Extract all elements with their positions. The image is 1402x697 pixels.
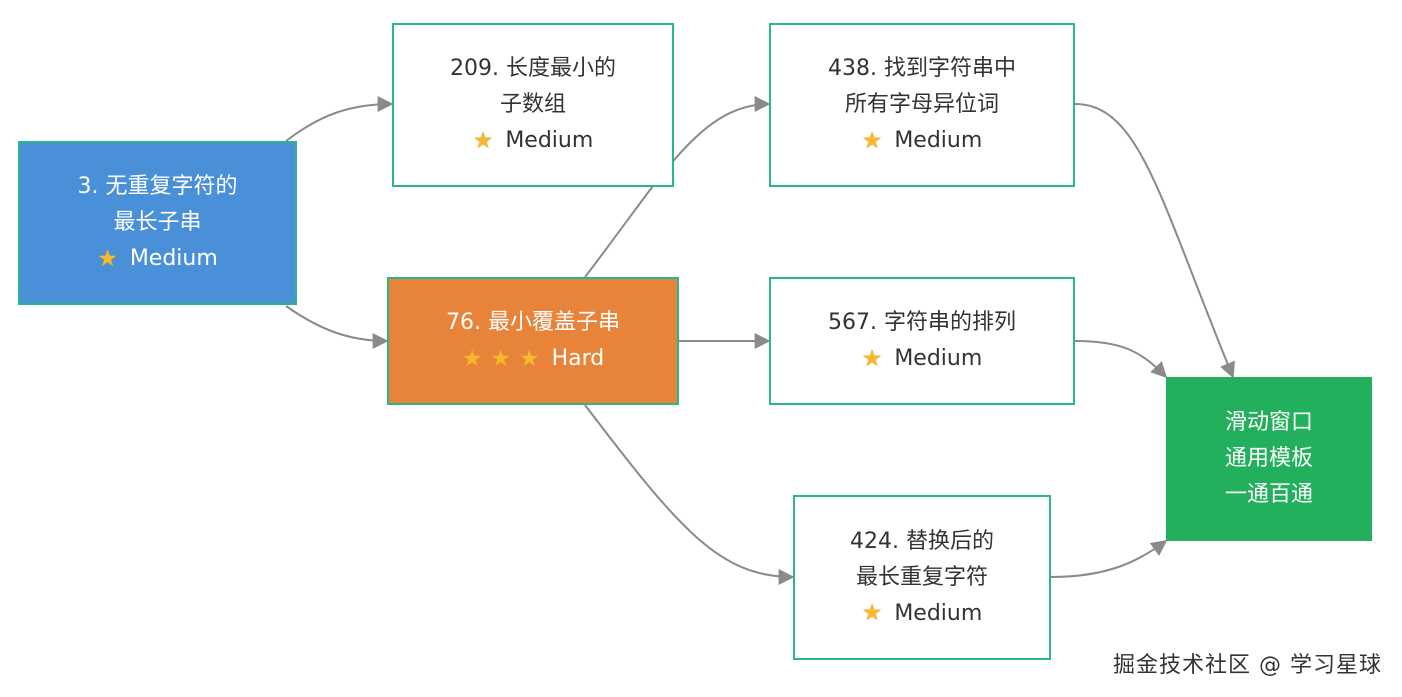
- node-problem-424-subtitle: 最长重复字符: [855, 564, 988, 590]
- edge-p438-to-template: [1074, 103, 1235, 379]
- template-line-1: 滑动窗口: [1224, 410, 1313, 435]
- node-problem-438-subtitle: 所有字母异位词: [844, 92, 999, 117]
- node-problem-438-title: 438. 找到字符串中: [828, 56, 1016, 81]
- node-problem-209: 209. 长度最小的 子数组 ★ Medium: [392, 23, 674, 187]
- star-icon: ★: [518, 345, 540, 372]
- difficulty-label: Medium: [129, 246, 218, 271]
- node-problem-3-difficulty: ★ Medium: [97, 241, 218, 277]
- difficulty-label: Medium: [894, 128, 983, 153]
- edge-p3-to-p209: [285, 96, 394, 142]
- star-icon: ★: [490, 345, 511, 372]
- node-problem-3-title: 3. 无重复字符的: [77, 174, 238, 199]
- star-icon: ★: [461, 345, 483, 372]
- star-icon: ★: [861, 127, 883, 154]
- node-problem-76: 76. 最小覆盖子串 ★ ★ ★ Hard: [387, 277, 679, 405]
- node-problem-76-difficulty: ★ ★ ★ Hard: [462, 341, 605, 377]
- difficulty-label: Medium: [894, 600, 983, 626]
- difficulty-label: Medium: [894, 346, 983, 371]
- template-line-2: 通用模板: [1224, 446, 1313, 471]
- node-problem-209-subtitle: 子数组: [499, 92, 566, 117]
- edge-p76-to-p438: [584, 96, 771, 278]
- edge-p567-to-template: [1074, 340, 1168, 379]
- node-problem-567-title: 567. 字符串的排列: [828, 310, 1016, 335]
- difficulty-label: Medium: [505, 128, 594, 153]
- node-problem-424-title: 424. 替换后的: [850, 528, 994, 554]
- template-line-3: 一通百通: [1224, 482, 1313, 507]
- edge-p76-to-p424: [584, 404, 795, 585]
- node-problem-209-title: 209. 长度最小的: [450, 56, 616, 81]
- watermark: 掘金技术社区 @ 学习星球: [1113, 653, 1382, 678]
- node-problem-567-difficulty: ★ Medium: [862, 341, 983, 377]
- node-problem-424: 424. 替换后的 最长重复字符 ★ Medium: [793, 495, 1051, 660]
- star-icon: ★: [861, 345, 883, 372]
- difficulty-label: Hard: [551, 346, 605, 371]
- node-problem-438: 438. 找到字符串中 所有字母异位词 ★ Medium: [769, 23, 1075, 187]
- node-problem-567: 567. 字符串的排列 ★ Medium: [769, 277, 1075, 405]
- star-icon: ★: [472, 127, 494, 154]
- edge-p3-to-p76: [285, 305, 389, 349]
- star-icon: ★: [97, 245, 118, 272]
- node-sliding-window-template: 滑动窗口 通用模板 一通百通: [1166, 377, 1372, 541]
- node-problem-76-title: 76. 最小覆盖子串: [446, 310, 620, 335]
- star-icon: ★: [861, 600, 883, 626]
- node-problem-3-subtitle: 最长子串: [113, 210, 202, 235]
- node-problem-3: 3. 无重复字符的 最长子串 ★ Medium: [18, 141, 297, 305]
- edge-p424-to-template: [1050, 540, 1168, 578]
- node-problem-209-difficulty: ★ Medium: [473, 123, 594, 159]
- node-problem-424-difficulty: ★ Medium: [862, 596, 983, 632]
- node-problem-438-difficulty: ★ Medium: [862, 123, 983, 159]
